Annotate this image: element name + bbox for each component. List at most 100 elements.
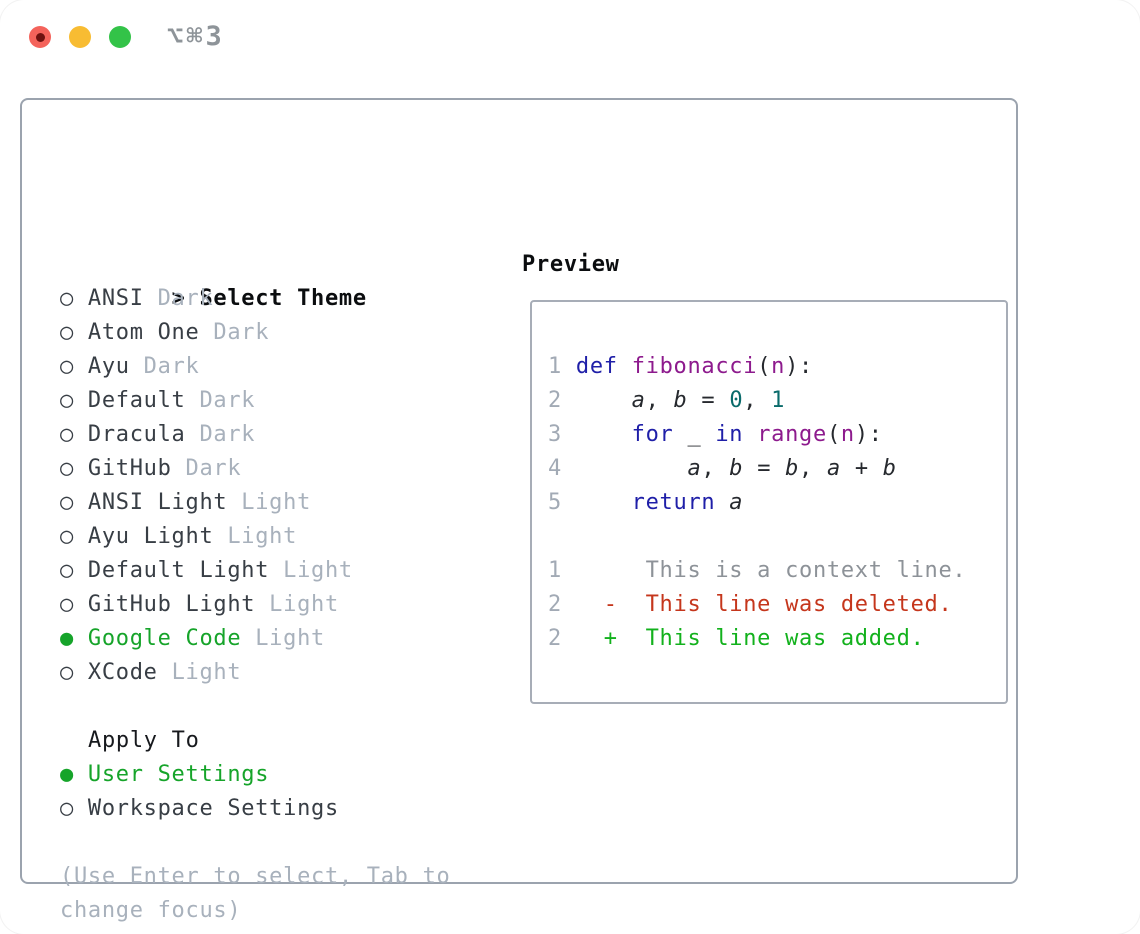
code-token: for [631,422,674,447]
line-number: 2 [548,626,576,651]
minimize-button[interactable] [69,26,91,48]
settings-panel: > Select Theme ○ ANSI Dark○ Atom One Dar… [20,98,1018,923]
code-token: n [771,354,786,379]
diff-line-deleted: 2 - This line was deleted. [548,588,966,622]
code-token: b [729,456,744,481]
theme-option-ayu-dark[interactable]: ○ Ayu Dark [60,350,367,384]
theme-name: Ayu [87,354,130,379]
theme-option-github-light-light[interactable]: ○ GitHub Light Light [60,588,367,622]
code-token: a [826,456,841,481]
code-line: 1 def fibonacci(n): [548,350,966,384]
theme-variant: Light [227,490,312,515]
radio-unselected-icon: ○ [60,286,88,311]
code-token: range [757,422,827,447]
theme-name: ANSI [87,286,144,311]
diff-text: This is a context line. [575,558,967,583]
code-token: , [743,388,772,413]
code-token: ): [854,422,883,447]
line-number: 3 [548,422,576,447]
theme-variant: Dark [171,456,242,481]
radio-unselected-icon: ○ [60,796,88,821]
code-token: = [743,456,786,481]
code-token: b [882,456,897,481]
code-token [618,354,632,379]
diff-text: + This line was added. [575,626,925,651]
code-token: a [729,490,744,515]
radio-unselected-icon: ○ [60,354,88,379]
radio-unselected-icon: ○ [60,456,88,481]
theme-variant: Dark [185,388,256,413]
code-token: , [645,388,674,413]
code-token: _ [673,422,716,447]
theme-name: Google Code [87,626,242,651]
theme-option-dracula-dark[interactable]: ○ Dracula Dark [60,418,367,452]
code-token: n [840,422,855,447]
diff-line-added: 2 + This line was added. [548,622,966,656]
apply-option-label: Workspace Settings [87,796,339,821]
line-number: 1 [548,354,576,379]
theme-name: GitHub Light [87,592,256,617]
radio-unselected-icon: ○ [60,592,88,617]
theme-option-ayu-light-light[interactable]: ○ Ayu Light Light [60,520,367,554]
theme-name: XCode [87,660,158,685]
theme-variant: Dark [185,422,256,447]
theme-option-default-dark[interactable]: ○ Default Dark [60,384,367,418]
zoom-button[interactable] [109,26,131,48]
apply-to-header: Apply To [88,728,200,753]
radio-unselected-icon: ○ [60,524,88,549]
code-token [576,456,688,481]
code-token: 0 [729,388,744,413]
theme-option-ansi-light-light[interactable]: ○ ANSI Light Light [60,486,367,520]
diff-line-context: 1 This is a context line. [548,554,966,588]
apply-to-section: Apply To ● User Settings○ Workspace Sett… [60,724,367,826]
line-number: 5 [548,490,576,515]
window-title: ⌥⌘3 [167,21,225,52]
theme-variant: Dark [199,320,270,345]
theme-variant: Light [255,592,339,617]
prompt-icon: > [171,286,200,311]
radio-unselected-icon: ○ [60,422,88,447]
theme-option-ansi-dark[interactable]: ○ ANSI Dark [60,282,367,316]
theme-list: ○ ANSI Dark○ Atom One Dark○ Ayu Dark○ De… [60,282,367,690]
line-number: 1 [548,558,576,583]
theme-option-xcode-light[interactable]: ○ XCode Light [60,656,367,690]
apply-to-options: ● User Settings○ Workspace Settings [60,758,367,826]
theme-picker-column: > Select Theme ○ ANSI Dark○ Atom One Dar… [60,248,367,826]
code-token: fibonacci [631,354,758,379]
code-token [576,422,632,447]
diff-preview-lines: 1 This is a context line.2 - This line w… [548,554,966,656]
radio-unselected-icon: ○ [60,660,88,685]
theme-option-default-light-light[interactable]: ○ Default Light Light [60,554,367,588]
apply-option-user-settings[interactable]: ● User Settings [60,758,367,792]
apply-option-workspace-settings[interactable]: ○ Workspace Settings [60,792,367,826]
theme-name: ANSI Light [87,490,228,515]
theme-option-atom-one-dark[interactable]: ○ Atom One Dark [60,316,367,350]
code-token: 1 [771,388,786,413]
code-token: b [673,388,688,413]
theme-picker-title: Select Theme [199,286,367,311]
close-button[interactable] [29,26,51,48]
code-line: 5 return a [548,486,966,520]
code-token: return [631,490,716,515]
radio-selected-icon: ● [60,762,88,787]
line-number: 2 [548,592,576,617]
diff-text: - This line was deleted. [575,592,953,617]
line-number: 2 [548,388,576,413]
code-token: , [799,456,827,481]
apply-option-label: User Settings [87,762,270,787]
theme-option-github-dark[interactable]: ○ GitHub Dark [60,452,367,486]
theme-variant: Light [213,524,298,549]
theme-variant: Light [269,558,353,583]
theme-name: GitHub [87,456,172,481]
theme-variant: Light [241,626,325,651]
radio-unselected-icon: ○ [60,490,88,515]
close-dot-icon [36,33,45,42]
theme-name: Atom One [87,320,200,345]
radio-unselected-icon: ○ [60,320,88,345]
code-token: a [631,388,646,413]
theme-variant: Dark [129,354,200,379]
line-number: 4 [548,456,576,481]
theme-option-google-code-light[interactable]: ● Google Code Light [60,622,367,656]
